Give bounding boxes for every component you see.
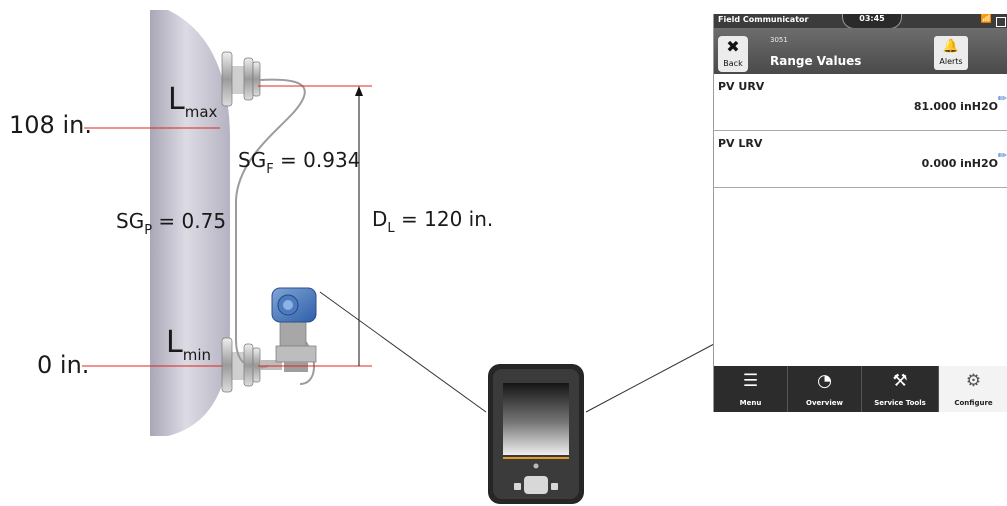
nav-service-tools[interactable]: ⚒ Service Tools — [862, 366, 939, 412]
nav-menu[interactable]: ☰ Menu — [714, 366, 788, 412]
back-label: Back — [723, 59, 743, 68]
nav-menu-label: Menu — [739, 399, 762, 407]
gears-icon: ⚙ — [965, 371, 982, 391]
battery-icon — [996, 17, 1006, 27]
tools-icon: ⚒ — [892, 371, 908, 391]
capillary-line — [235, 78, 306, 369]
top-nozzle — [221, 51, 261, 107]
alerts-label: Alerts — [939, 57, 963, 66]
pencil-icon[interactable]: ✏ — [997, 92, 1007, 105]
close-icon: ✖ — [726, 37, 740, 56]
nav-overview[interactable]: ◔ Overview — [788, 366, 862, 412]
pv-lrv-value: 0.000 inH2O — [921, 157, 998, 170]
capillary-loop — [299, 339, 316, 385]
nav-configure[interactable]: ⚙ Configure — [939, 366, 1007, 412]
vessel — [150, 10, 230, 436]
bottom-nozzle — [221, 337, 282, 393]
pencil-icon[interactable]: ✏ — [997, 149, 1007, 162]
pv-urv-value: 81.000 inH2O — [913, 100, 998, 113]
gauge-icon: ◔ — [817, 371, 832, 391]
pv-lrv-label: PV LRV — [718, 137, 763, 150]
clock: 03:45 — [842, 14, 902, 29]
list-icon: ☰ — [742, 371, 759, 391]
pv-lrv-row[interactable]: PV LRV 0.000 inH2O ✏ — [714, 131, 1007, 188]
connector-right — [585, 343, 715, 413]
sg-p-label: SGP = 0.75 — [116, 209, 227, 238]
connector-left — [319, 291, 487, 413]
handheld-communicator — [488, 364, 584, 504]
lmin-label: Lmin — [166, 325, 212, 364]
pv-urv-label: PV URV — [718, 80, 765, 93]
status-bar: Field Communicator 03:45 📶 — [714, 14, 1007, 29]
page-title: Range Values — [770, 54, 862, 68]
pv-urv-row[interactable]: PV URV 81.000 inH2O ✏ — [714, 74, 1007, 131]
bell-icon: 🔔 — [942, 39, 960, 54]
level-0-label: 0 in. — [37, 351, 90, 379]
bottom-nav: ☰ Menu ◔ Overview ⚒ Service Tools ⚙ Conf… — [714, 366, 1007, 412]
back-button[interactable]: ✖ Back — [718, 36, 748, 72]
device-tag: 3051 — [770, 36, 788, 44]
header-bar: ✖ Back 3051 Range Values 🔔 Alerts — [714, 28, 1007, 74]
lmax-label: Lmax — [168, 82, 218, 121]
app-name: Field Communicator — [718, 15, 809, 24]
nav-overview-label: Overview — [806, 399, 843, 407]
field-communicator-screen: Field Communicator 03:45 📶 ✖ Back 3051 R… — [713, 14, 1007, 412]
nav-service-tools-label: Service Tools — [874, 399, 926, 407]
sg-f-label: SGF = 0.934 — [238, 148, 361, 177]
pressure-transmitter — [271, 287, 317, 372]
dl-arrow-head — [355, 86, 363, 96]
nav-configure-label: Configure — [954, 399, 993, 407]
level-108-label: 108 in. — [9, 111, 92, 139]
alerts-button[interactable]: 🔔 Alerts — [934, 36, 968, 70]
wifi-icon: 📶 — [980, 14, 992, 24]
dl-label: DL = 120 in. — [372, 207, 494, 236]
